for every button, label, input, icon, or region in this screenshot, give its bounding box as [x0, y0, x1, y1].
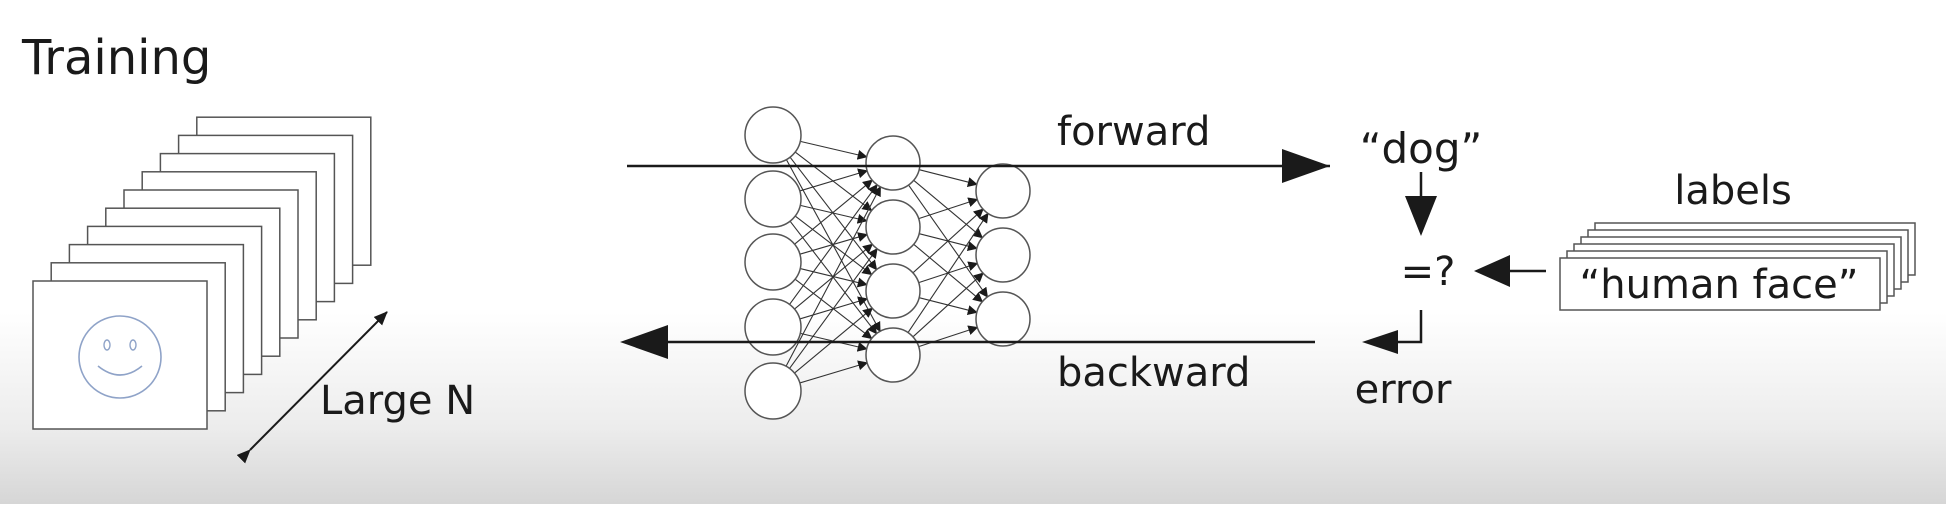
network-connections	[785, 140, 989, 384]
smiley-face-icon	[78, 315, 162, 399]
network-edge	[800, 140, 868, 160]
network-edge	[919, 169, 978, 187]
backward-arrowhead	[620, 325, 668, 359]
forward-arrowhead	[1282, 149, 1330, 183]
error-label: error	[1355, 367, 1452, 413]
network-node	[744, 106, 802, 164]
network-edge	[789, 247, 878, 369]
network-edge	[907, 212, 989, 333]
network-edge	[918, 197, 979, 220]
network-node	[744, 362, 802, 420]
network-node	[744, 233, 802, 291]
network-node	[865, 327, 921, 383]
label-example: “human face”	[1580, 262, 1859, 308]
network-edge	[789, 183, 878, 305]
neural-network	[744, 106, 1031, 420]
network-node	[865, 199, 921, 255]
network-edge	[918, 325, 979, 348]
network-edge	[794, 179, 873, 245]
error-arrowhead	[1362, 330, 1398, 354]
network-node	[865, 135, 921, 191]
network-node	[744, 170, 802, 228]
labels-heading: labels	[1674, 168, 1792, 214]
network-edge	[785, 186, 881, 367]
network-edge	[800, 204, 868, 224]
network-node	[744, 298, 802, 356]
dataset-size-arrow	[236, 311, 388, 464]
forward-label: forward	[1057, 109, 1210, 155]
network-node	[975, 163, 1031, 219]
network-node	[975, 291, 1031, 347]
large-n-label: Large N	[320, 378, 475, 424]
image-card	[32, 280, 208, 430]
network-edge	[912, 208, 984, 274]
label-card	[1559, 257, 1881, 311]
network-node	[975, 227, 1031, 283]
network-edge	[799, 360, 869, 384]
network-edge	[912, 272, 984, 338]
labels-stack	[1559, 222, 1916, 311]
network-edge	[794, 307, 874, 374]
error-arrow	[1390, 310, 1423, 344]
network-edge	[799, 168, 869, 192]
labels-arrowhead	[1474, 255, 1510, 287]
compare-label: =?	[1401, 249, 1456, 295]
backward-label: backward	[1057, 350, 1250, 396]
slide-title: Training	[21, 30, 211, 86]
network-node	[865, 263, 921, 319]
prediction-arrowhead	[1405, 196, 1437, 236]
prediction-label: “dog”	[1360, 124, 1483, 173]
